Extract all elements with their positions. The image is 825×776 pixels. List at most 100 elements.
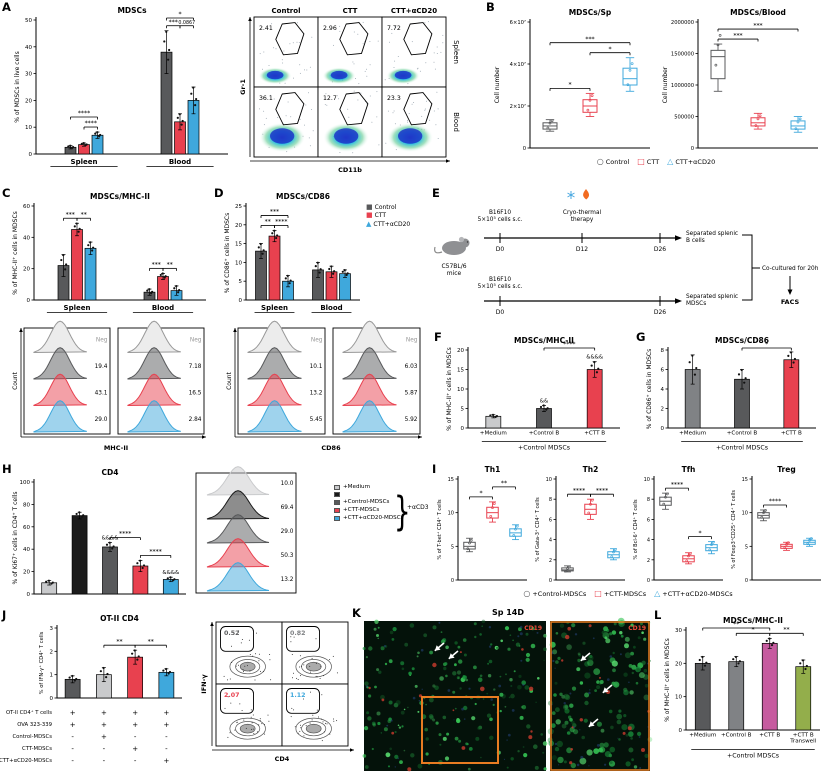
svg-text:-: - xyxy=(103,745,106,753)
svg-text:CTT-MDSCs: CTT-MDSCs xyxy=(22,746,52,752)
mouse-icon xyxy=(434,236,470,255)
svg-text:****: **** xyxy=(149,549,161,556)
svg-text:***: *** xyxy=(169,19,178,26)
panel-k-title: Sp 14D xyxy=(491,608,525,617)
svg-text:*: * xyxy=(608,46,611,53)
acd3-brace: } xyxy=(394,489,411,536)
svg-text:****: **** xyxy=(275,219,287,226)
facs-label: FACS xyxy=(781,298,800,306)
panel-d-legend: ■Control■CTT▲CTT+αCD20 xyxy=(366,202,428,229)
svg-text:20: 20 xyxy=(235,223,242,229)
legend-item: ○Control xyxy=(596,157,630,167)
fluorescence-image-overview: CD19 xyxy=(362,619,548,772)
svg-text:-: - xyxy=(71,745,74,753)
svg-text:MDSCs/MHC-II: MDSCs/MHC-II xyxy=(723,616,783,625)
svg-text:+CTT B: +CTT B xyxy=(781,431,802,437)
svg-text:-: - xyxy=(71,733,74,741)
panel-b-legend: ○Control□CTT△CTT+αCD20 xyxy=(490,157,822,167)
svg-text:10: 10 xyxy=(644,477,650,483)
svg-text:CD11b: CD11b xyxy=(338,166,362,174)
svg-text:4: 4 xyxy=(549,538,552,544)
svg-text:36.1: 36.1 xyxy=(259,95,273,102)
svg-text:&&&&: &&&& xyxy=(586,355,604,361)
svg-text:10: 10 xyxy=(448,511,454,517)
svg-text:2.84: 2.84 xyxy=(189,417,202,423)
svg-text:-: - xyxy=(134,733,137,741)
svg-text:IFN-γ: IFN-γ xyxy=(200,674,208,694)
svg-text:OT-II CD4⁺ T cells: OT-II CD4⁺ T cells xyxy=(6,709,52,716)
svg-text:80: 80 xyxy=(23,502,30,508)
svg-text:+: + xyxy=(132,709,138,717)
svg-text:*: * xyxy=(751,627,754,634)
svg-text:-: - xyxy=(103,757,106,765)
fluorescence-image-zoom: CD19 xyxy=(547,617,653,771)
svg-text:20: 20 xyxy=(675,661,682,667)
svg-text:0: 0 xyxy=(27,592,31,598)
day-label: D26 xyxy=(654,246,666,253)
svg-text:1500000: 1500000 xyxy=(671,52,694,58)
svg-text:0.0867: 0.0867 xyxy=(178,20,195,26)
svg-text:6: 6 xyxy=(549,517,552,523)
svg-text:0.82: 0.82 xyxy=(290,630,306,637)
flame-icon xyxy=(583,189,590,200)
svg-text:% of MHC-II⁺ cells in MDSCs: % of MHC-II⁺ cells in MDSCs xyxy=(664,638,671,722)
svg-text:+Control MDSCs: +Control MDSCs xyxy=(716,445,768,452)
svg-text:0: 0 xyxy=(647,578,650,584)
legend-item xyxy=(334,492,428,497)
merge-bracket xyxy=(742,234,753,301)
svg-text:***: *** xyxy=(152,262,161,269)
panel-h-label: H xyxy=(2,462,12,476)
svg-text:MDSCs/Blood: MDSCs/Blood xyxy=(730,8,786,17)
svg-text:50: 50 xyxy=(25,18,32,24)
svg-text:Transwell: Transwell xyxy=(789,739,816,745)
svg-text:15: 15 xyxy=(742,477,748,483)
svg-text:0.52: 0.52 xyxy=(224,630,240,637)
svg-text:****: **** xyxy=(671,481,683,488)
svg-text:+: + xyxy=(101,721,107,729)
svg-text:60: 60 xyxy=(23,525,30,531)
svg-text:2: 2 xyxy=(647,558,650,564)
svg-text:**: ** xyxy=(501,480,507,487)
svg-text:-: - xyxy=(71,757,74,765)
svg-text:40: 40 xyxy=(23,235,30,241)
svg-text:+: + xyxy=(101,733,107,741)
svg-text:0: 0 xyxy=(661,426,665,432)
svg-text:4×10⁷: 4×10⁷ xyxy=(510,62,526,68)
svg-text:Treg: Treg xyxy=(777,465,795,474)
svg-text:0: 0 xyxy=(29,152,33,158)
swatch-icon xyxy=(334,507,340,513)
svg-text:MDSCs/CD86: MDSCs/CD86 xyxy=(276,192,330,201)
svg-text:*: * xyxy=(698,530,701,537)
svg-text:**: ** xyxy=(783,627,789,634)
svg-text:**: ** xyxy=(116,638,122,645)
legend-item: △+CTT+αCD20-MDSCs xyxy=(654,589,733,599)
svg-text:&&&&: &&&& xyxy=(162,570,180,576)
svg-text:16.5: 16.5 xyxy=(189,390,202,396)
svg-text:****: **** xyxy=(769,498,781,505)
svg-text:****: **** xyxy=(573,487,585,494)
legend-item: ■Control xyxy=(366,202,397,211)
svg-text:***: *** xyxy=(753,22,762,29)
svg-text:MHC-II: MHC-II xyxy=(104,444,128,452)
svg-text:29.0: 29.0 xyxy=(95,417,108,423)
svg-text:MDSCs/CD86: MDSCs/CD86 xyxy=(715,336,769,345)
svg-text:1: 1 xyxy=(50,673,54,679)
svg-text:+: + xyxy=(163,757,169,765)
legend-item: +CTT-MDSCs xyxy=(334,507,428,513)
svg-text:+: + xyxy=(101,709,107,717)
svg-text:0: 0 xyxy=(745,578,748,584)
svg-text:+CTT B: +CTT B xyxy=(759,733,780,739)
svg-text:+Control B: +Control B xyxy=(529,431,560,437)
legend-item: □CTT xyxy=(637,157,660,167)
panel-i-legend: ○+Control-MDSCs□+CTT-MDSCs△+CTT+αCD20-MD… xyxy=(432,589,824,599)
svg-text:5.87: 5.87 xyxy=(405,390,418,396)
svg-text:2.07: 2.07 xyxy=(224,692,240,699)
svg-text:Th2: Th2 xyxy=(583,465,599,474)
svg-text:0: 0 xyxy=(239,298,243,304)
svg-text:-: - xyxy=(134,757,137,765)
panel-i-label: I xyxy=(432,462,437,476)
